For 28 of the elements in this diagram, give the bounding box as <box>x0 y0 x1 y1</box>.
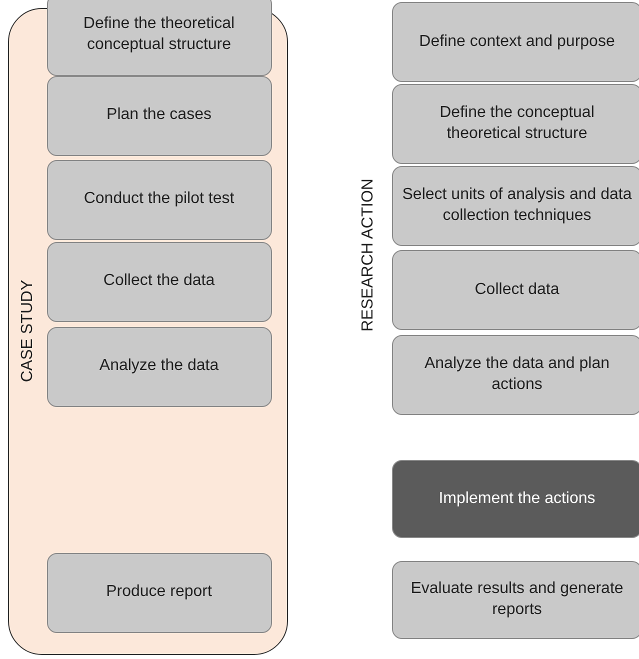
highlighted-step-box <box>392 460 639 538</box>
step-text: Produce report <box>106 582 212 602</box>
step-box <box>46 552 272 632</box>
step-box <box>392 561 639 639</box>
column-title: RESEARCH ACTION <box>358 178 377 332</box>
step-text: Define the conceptual theoretical structure <box>438 103 596 144</box>
step-box <box>46 160 272 240</box>
step-box <box>46 76 272 156</box>
step-text: Define the theoretical conceptual structure <box>82 14 236 54</box>
step-box <box>392 250 639 330</box>
step-box <box>46 326 272 406</box>
step-box <box>392 335 639 415</box>
step-text: Plan the cases <box>106 105 212 126</box>
step-text: Conduct the pilot test <box>84 189 234 210</box>
step-box <box>46 0 272 76</box>
step-box <box>392 166 639 246</box>
step-box <box>392 2 639 82</box>
step-text: Analyze the data <box>99 356 219 376</box>
step-box <box>46 242 272 322</box>
step-text: Implement the actions <box>438 488 596 509</box>
step-text: Collect data <box>474 280 560 300</box>
step-text: Analyze the data and plan actions <box>423 354 611 395</box>
step-text: Select units of analysis and data collection techniques <box>401 185 633 226</box>
group-title: CASE STUDY <box>19 280 38 382</box>
step-box <box>392 84 639 164</box>
step-text: Evaluate results and generate reports <box>410 579 624 620</box>
step-text: Collect the data <box>103 271 215 292</box>
step-text: Define context and purpose <box>419 32 615 52</box>
